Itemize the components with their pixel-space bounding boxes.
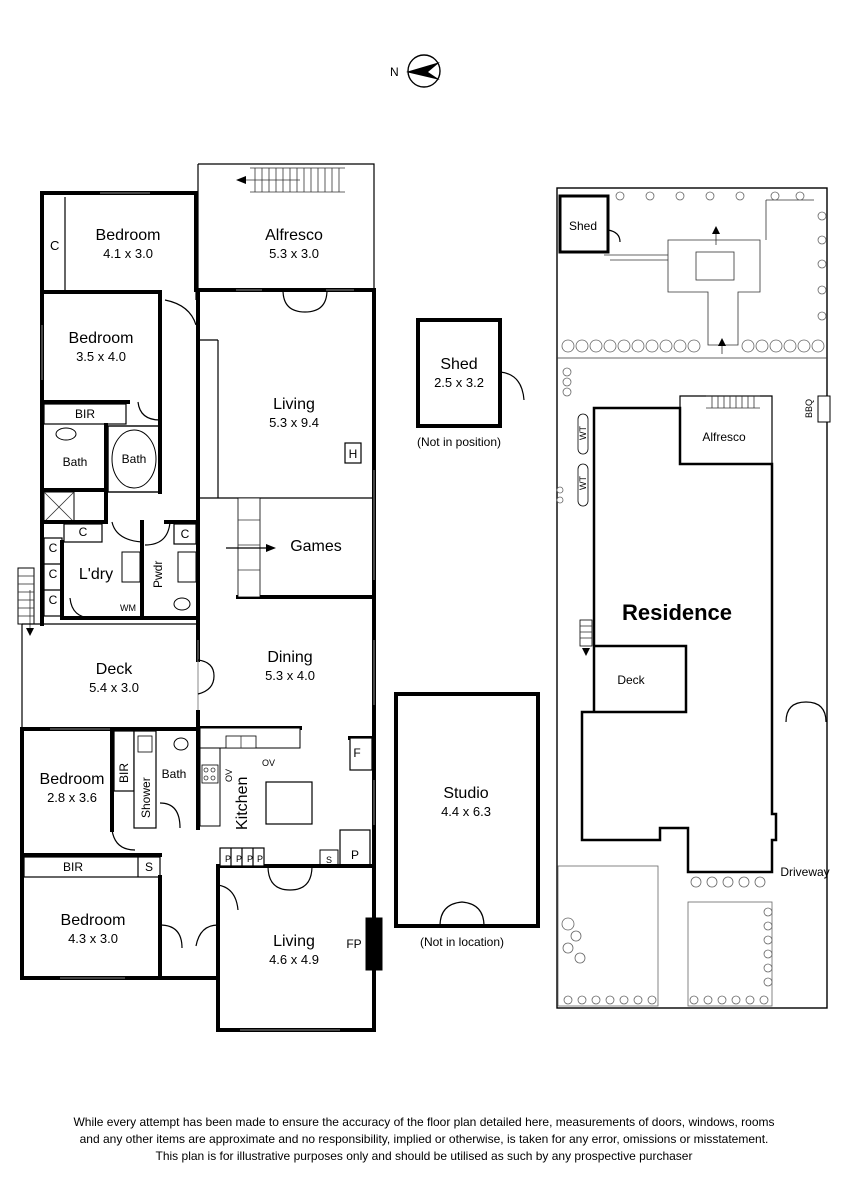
fridge-label: F — [353, 746, 360, 760]
site-alfresco-steps — [706, 395, 760, 409]
bir-label: BIR — [75, 407, 95, 421]
dining-dim: 5.3 x 4.0 — [265, 668, 315, 683]
living-1-dim: 5.3 x 9.4 — [269, 415, 319, 430]
bedroom-1-name: Bedroom — [96, 227, 161, 244]
lower-garden-trees — [561, 876, 773, 1005]
games-name: Games — [290, 538, 342, 555]
bedroom-4-dim: 4.3 x 3.0 — [68, 931, 118, 946]
shed-dim: 2.5 x 3.2 — [434, 375, 484, 390]
water-tank-1-label: WT — [578, 426, 588, 440]
disclaimer: While every attempt has been made to ens… — [0, 1114, 848, 1165]
studio-note: (Not in location) — [420, 935, 504, 949]
deck-steps-left — [17, 567, 35, 636]
pantry-1-label: P — [225, 854, 231, 864]
living-2-dim: 4.6 x 4.9 — [269, 952, 319, 967]
site-deck-label: Deck — [617, 673, 645, 687]
room-labels: Bedroom 4.1 x 3.0 C Alfresco 5.3 x 3.0 B… — [40, 227, 362, 967]
residence-outline — [580, 406, 778, 874]
bedroom-4-storage-label: S — [145, 860, 153, 874]
storage-label-kitchen: S — [326, 855, 332, 865]
oven-label-side: OV — [224, 769, 234, 782]
deck-outline — [21, 623, 198, 729]
cupboard-label-2: C — [49, 541, 58, 555]
bedroom-4-name: Bedroom — [61, 912, 126, 929]
pantry-3-label: P — [247, 854, 253, 864]
site-deck-steps — [579, 619, 593, 656]
outbuildings: Shed 2.5 x 3.2 (Not in position) Studio … — [394, 318, 540, 949]
deck-dim: 5.4 x 3.0 — [89, 680, 139, 695]
disclaimer-line-3: This plan is for illustrative purposes o… — [155, 1149, 693, 1163]
bedroom-3-name: Bedroom — [40, 771, 105, 788]
pantry-4-label: P — [257, 854, 263, 864]
living-1-name: Living — [273, 396, 315, 413]
main-outer-wall-right — [40, 191, 376, 1032]
pantry-2-label: P — [236, 854, 242, 864]
bedroom-2-name: Bedroom — [69, 330, 134, 347]
main-house-plan — [17, 163, 383, 1032]
oven-label: OV — [262, 758, 275, 768]
shower-name: Shower — [139, 777, 153, 818]
alfresco-dim: 5.3 x 3.0 — [269, 246, 319, 261]
bedroom-2-dim: 3.5 x 4.0 — [76, 349, 126, 364]
kitchen-name: Kitchen — [234, 777, 251, 830]
cupboard-label: C — [50, 238, 59, 253]
site-plan: Shed — [556, 187, 831, 1009]
bedroom-3-dim: 2.8 x 3.6 — [47, 790, 97, 805]
bedroom-3-bir-label: BIR — [117, 763, 131, 783]
powder-name: Pwdr — [151, 561, 165, 588]
compass-north-label: N — [390, 65, 399, 79]
bbq-label: BBQ — [804, 399, 814, 418]
cupboard-label-3: C — [49, 567, 58, 581]
bath-2-name: Bath — [162, 767, 187, 781]
dining-name: Dining — [267, 649, 312, 666]
powder-cupboard-label: C — [181, 527, 190, 541]
driveway-label: Driveway — [780, 865, 829, 879]
water-tank-2-label: WT — [578, 476, 588, 490]
hedge-trees — [556, 191, 827, 504]
heater-label: H — [349, 447, 358, 461]
alfresco-steps — [236, 167, 345, 193]
bedroom-1-dim: 4.1 x 3.0 — [103, 246, 153, 261]
bath-tub-name: Bath — [122, 452, 147, 466]
living-2-name: Living — [273, 933, 315, 950]
bedroom-4-bir-label: BIR — [63, 860, 83, 874]
disclaimer-line-2: and any other items are approximate and … — [79, 1132, 769, 1146]
deck-name: Deck — [96, 661, 133, 678]
studio-name: Studio — [443, 785, 488, 802]
pantry-label: P — [351, 848, 359, 862]
alfresco-name: Alfresco — [265, 227, 323, 244]
bath-1-name: Bath — [63, 455, 88, 469]
site-shed-label: Shed — [569, 219, 597, 233]
fireplace-label: FP — [346, 937, 361, 951]
shed-note: (Not in position) — [417, 435, 501, 449]
laundry-name: L'dry — [79, 566, 113, 583]
site-alfresco-label: Alfresco — [702, 430, 746, 444]
disclaimer-line-1: While every attempt has been made to ens… — [73, 1115, 775, 1129]
compass: N — [390, 54, 441, 88]
studio-dim: 4.4 x 6.3 — [441, 804, 491, 819]
cupboard-label-4: C — [49, 593, 58, 607]
washing-machine-label: WM — [120, 603, 136, 613]
shed-name: Shed — [440, 356, 477, 373]
residence-label: Residence — [622, 600, 732, 625]
laundry-cupboard-label: C — [79, 525, 88, 539]
